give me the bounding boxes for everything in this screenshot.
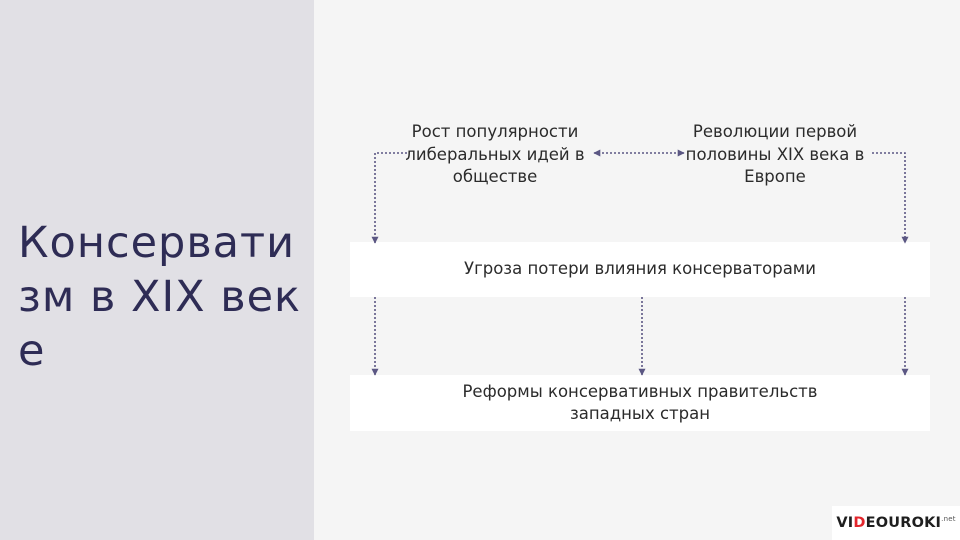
reforms-label: Реформы консервативных правительств запа… [462,381,818,424]
threat-label: Угроза потери влияния консерваторами [464,259,816,279]
arrow-left-to-threat [371,152,407,244]
revolutions-node: Революции первой половины XIX века в Евр… [685,122,865,186]
reforms-box: Реформы консервативных правительств запа… [350,375,930,431]
threat-box: Угроза потери влияния консерваторами [350,242,930,297]
videouroki-logo: VIDEOUROKI.net [832,506,960,540]
arrow-right-to-threat [872,152,909,244]
title-panel: Консерватизм в XIX веке [0,0,314,540]
slide-title: Консерватизм в XIX веке [18,218,302,376]
liberal-ideas-node: Рост популярности либеральных идей в общ… [405,122,585,186]
logo-text: VIDEOUROKI.net [836,515,956,531]
